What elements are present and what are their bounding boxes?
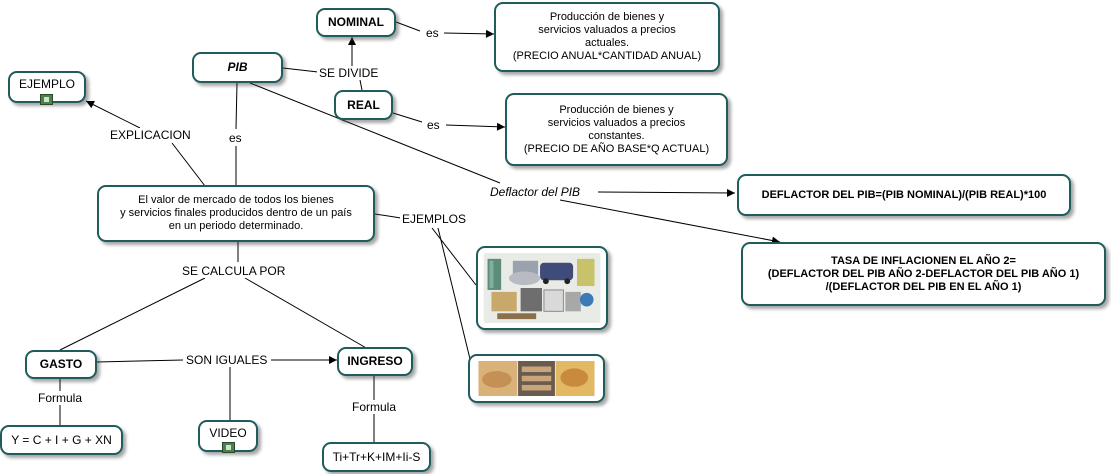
label-formula-gasto: Formula [36, 391, 85, 405]
real-definition-node[interactable]: Producción de bienes y servicios valuado… [505, 93, 728, 166]
label-es-nominal: es [424, 26, 441, 40]
line-real-es [392, 112, 423, 123]
ingreso-formula-node[interactable]: Ti+Tr+K+IM+Ii-S [322, 442, 431, 472]
label-ejemplos: EJEMPLOS [400, 212, 469, 226]
line-deflactor-inflacion [559, 199, 781, 245]
video-label: VIDEO [209, 426, 247, 440]
gasto-formula-node[interactable]: Y = C + I + G + XN [0, 425, 123, 455]
line-es-real-def [445, 122, 506, 131]
line-ejemplos-goods [431, 227, 477, 286]
film-icon[interactable] [40, 94, 53, 105]
film-icon[interactable] [222, 442, 235, 453]
line-nominal-es [395, 21, 421, 32]
line-sedivide-real [359, 79, 363, 91]
line-secalcula-gasto [59, 277, 206, 351]
deflactor-formula-node[interactable]: DEFLACTOR DEL PIB=(PIB NOMINAL)/(PIB REA… [737, 174, 1071, 216]
goods-collage-image [483, 253, 601, 323]
nominal-node[interactable]: NOMINAL [316, 8, 396, 37]
ingreso-node[interactable]: INGRESO [337, 347, 413, 376]
line-pib-es [235, 82, 238, 130]
food-collage-image [478, 361, 595, 396]
line-es-nominal-def [443, 29, 495, 38]
ejemplo-label: EJEMPLO [18, 77, 75, 91]
label-formula-ingreso: Formula [350, 400, 399, 414]
label-es-pib: es [227, 131, 244, 145]
label-es-real: es [425, 118, 442, 132]
goods-image-node[interactable] [476, 246, 608, 330]
real-node[interactable]: REAL [334, 90, 393, 120]
line-pib-sedivide [282, 67, 319, 73]
label-se-calcula-por: SE CALCULA POR [180, 264, 288, 278]
pib-node[interactable]: PIB [192, 52, 283, 83]
line-pibdef-ejemplos [374, 213, 402, 219]
label-deflactor: Deflactor del PIB [488, 185, 583, 199]
line-pib-deflactor [249, 82, 501, 184]
food-image-node[interactable] [468, 354, 605, 403]
line-deflactor-formula [597, 188, 736, 197]
line-secalcula-ingreso [244, 277, 369, 350]
line-pibdef-explicacion [171, 142, 206, 187]
line-explicacion-ejemplo [85, 100, 141, 129]
nominal-definition-node[interactable]: Producción de bienes y servicios valuado… [494, 2, 720, 72]
video-node[interactable]: VIDEO [198, 420, 258, 452]
label-se-divide: SE DIVIDE [317, 66, 381, 80]
pib-definition-node[interactable]: El valor de mercado de todos los bienes … [97, 185, 375, 242]
inflation-rate-node[interactable]: TASA DE INFLACIONEN EL AÑO 2= (DEFLACTOR… [741, 242, 1106, 306]
line-gasto-soniguales [96, 359, 184, 363]
label-son-iguales: SON IGUALES [184, 353, 270, 367]
label-explicacion: EXPLICACION [108, 128, 193, 142]
line-ejemplos-food [437, 227, 471, 360]
gasto-node[interactable]: GASTO [25, 350, 97, 379]
